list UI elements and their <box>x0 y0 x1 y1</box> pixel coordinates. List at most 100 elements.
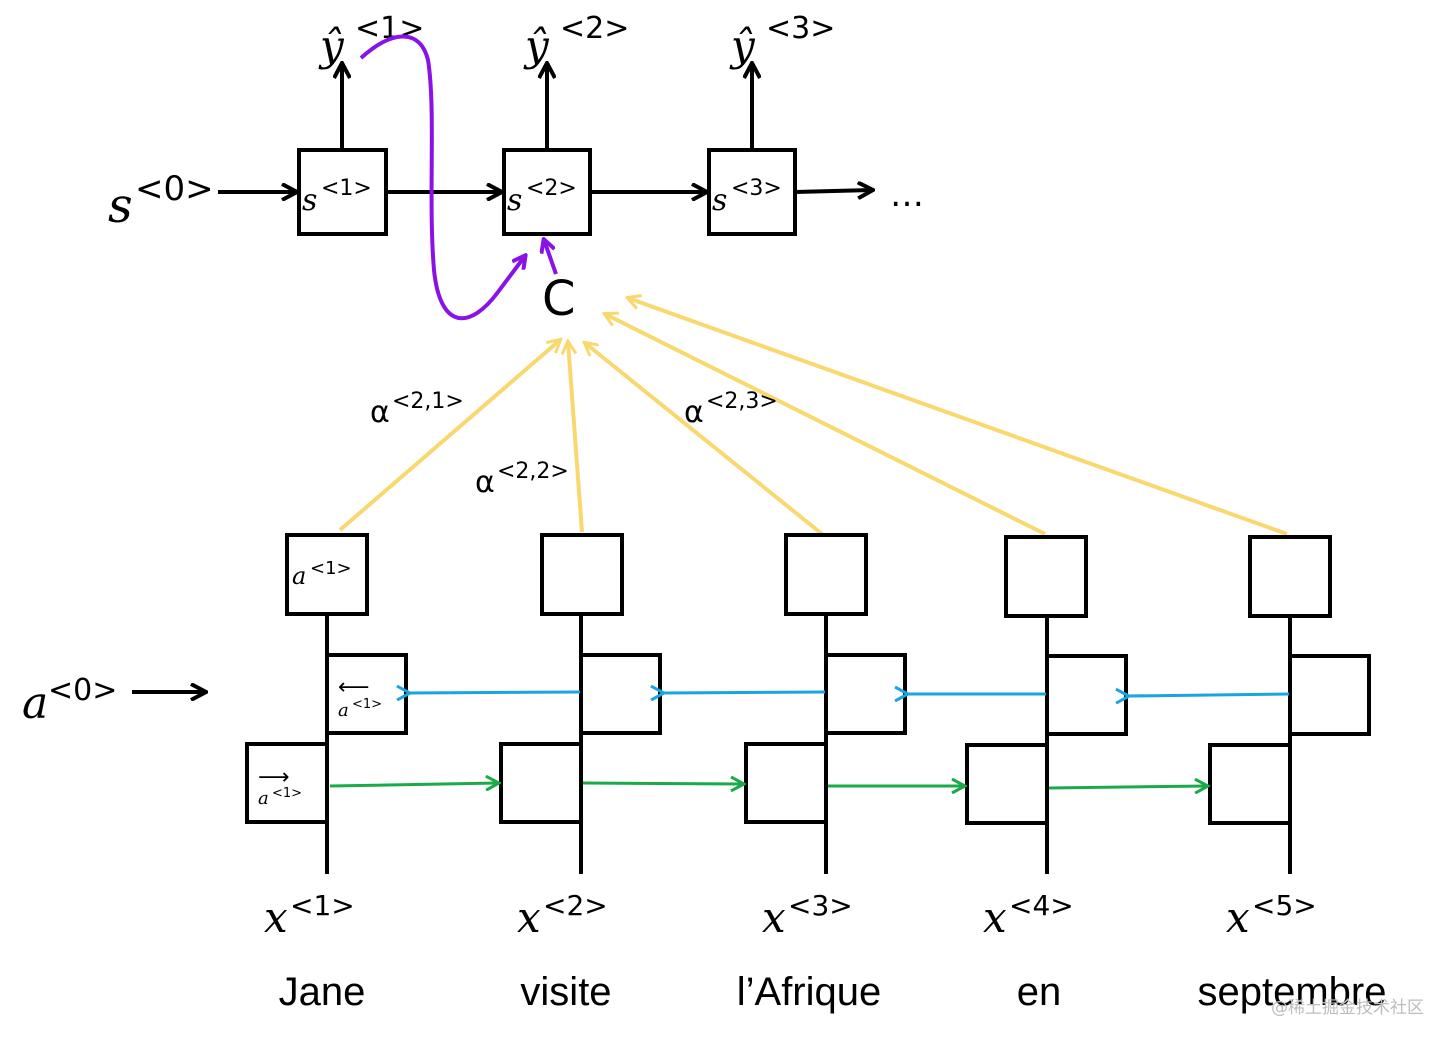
decoder-state-box-2 <box>502 148 592 236</box>
state-label-1: s <1> <box>302 176 372 218</box>
backward-activation-label: ⟵ a <1> <box>338 675 382 721</box>
attention-arrow-5 <box>628 298 1288 536</box>
attention-weight-labels: α <2,1> α <2,2> α <2,3> <box>370 389 778 500</box>
forward-box-5 <box>1208 743 1292 825</box>
alpha-2-2-label: α <2,2> <box>475 459 569 500</box>
state-label-3: s <3> <box>712 176 782 218</box>
watermark: @稀土掘金技术社区 <box>1271 998 1424 1018</box>
a-symbol: a <box>292 562 306 590</box>
initial-activation-index: <0> <box>48 673 117 708</box>
x-index: <4> <box>1009 889 1074 922</box>
initial-state-symbol: s <box>108 178 133 234</box>
word-visite: visite <box>520 970 611 1014</box>
initial-activation-label: a <0> <box>22 673 117 729</box>
forward-arrow-4 <box>1048 786 1207 788</box>
attention-arrow-1 <box>338 340 560 532</box>
a-index: <1> <box>352 697 382 712</box>
a-symbol: a <box>338 700 349 721</box>
backward-box-5 <box>1288 654 1371 736</box>
a-symbol: a <box>258 788 269 809</box>
state-index: <1> <box>321 176 372 201</box>
forward-arrow-1 <box>329 783 498 786</box>
encoder-top-box-3 <box>784 533 868 616</box>
encoder: a <0> a <1> ⟵ a <1> ⟶ a <1> x <1> x <2> <box>22 533 1387 1014</box>
x-symbol: x <box>983 893 1007 942</box>
word-septembre: septembre <box>1198 970 1387 1014</box>
initial-state-label: s <0> <box>108 169 214 234</box>
state-symbol: s <box>712 183 727 218</box>
backward-box-2 <box>579 653 662 735</box>
attention-arrow-3 <box>585 343 824 536</box>
word-en: en <box>1017 970 1062 1014</box>
x-index: <2> <box>543 889 608 922</box>
y-hat-index: <3> <box>766 11 835 46</box>
forward-activation-label: ⟶ a <1> <box>258 765 302 809</box>
encoder-top-box-5 <box>1248 535 1332 618</box>
alpha-index: <2,2> <box>497 459 569 484</box>
context-label: C <box>542 271 576 327</box>
alpha-index: <2,3> <box>706 389 778 414</box>
right-arrow-icon: ⟶ <box>258 765 290 790</box>
initial-state-index: <0> <box>135 169 214 209</box>
input-label-3: x <3> <box>762 889 853 942</box>
alpha-2-1-label: α <2,1> <box>370 389 464 430</box>
alpha-index: <2,1> <box>392 389 464 414</box>
x-index: <3> <box>788 889 853 922</box>
input-label-5: x <5> <box>1226 889 1317 942</box>
backward-arrow-2 <box>664 692 826 693</box>
output-label-3: ŷ <3> <box>729 11 835 70</box>
a-index: <1> <box>272 786 302 801</box>
backward-arrow-4 <box>1129 694 1290 696</box>
input-label-2: x <2> <box>517 889 608 942</box>
state-symbol: s <box>507 183 522 218</box>
y-hat-symbol: ŷ <box>523 21 550 70</box>
attention-arrow-4 <box>605 314 1046 536</box>
backward-box-3 <box>824 653 907 735</box>
y-hat-index: <2> <box>560 11 629 46</box>
x-index: <1> <box>290 889 355 922</box>
x-symbol: x <box>264 893 288 942</box>
word-jane: Jane <box>279 970 366 1014</box>
word-lafrique: l’Afrique <box>737 970 882 1014</box>
y-hat-symbol: ŷ <box>318 21 345 70</box>
backward-box-4 <box>1045 654 1128 736</box>
attention-arrows <box>338 298 1288 536</box>
attention-arrow-2 <box>568 342 584 533</box>
x-index: <5> <box>1252 889 1317 922</box>
x-symbol: x <box>762 893 786 942</box>
forward-arrow-2 <box>582 783 743 784</box>
output-label-2: ŷ <2> <box>523 11 629 70</box>
left-arrow-icon: ⟵ <box>338 675 370 700</box>
forward-box-2 <box>499 742 583 824</box>
state-index: <3> <box>731 176 782 201</box>
feedback-curve-arrow <box>359 34 525 321</box>
forward-box-1 <box>245 742 329 824</box>
forward-box-3 <box>744 742 828 824</box>
y-hat-symbol: ŷ <box>729 21 756 70</box>
s3-to-next-arrow <box>794 190 872 192</box>
encoder-top-box-2 <box>540 533 624 616</box>
a-index: <1> <box>310 558 352 579</box>
top-box-label: a <1> <box>292 558 352 590</box>
forward-box-4 <box>965 743 1049 825</box>
encoder-top-box-1 <box>285 533 369 616</box>
state-symbol: s <box>302 183 317 218</box>
alpha-symbol: α <box>370 395 390 430</box>
input-label-4: x <4> <box>983 889 1074 942</box>
initial-activation-symbol: a <box>22 678 48 729</box>
input-label-1: x <1> <box>264 889 355 942</box>
context-to-s2-arrow <box>544 240 558 275</box>
x-symbol: x <box>1226 893 1250 942</box>
state-index: <2> <box>526 176 577 201</box>
x-symbol: x <box>517 893 541 942</box>
decoder: ŷ <1> ŷ <2> ŷ <3> s <1> s <2> s <3> s <0… <box>108 11 924 327</box>
decoder-state-box-1 <box>297 148 388 236</box>
backward-arrow-1 <box>410 692 581 693</box>
state-label-2: s <2> <box>507 176 577 218</box>
alpha-symbol: α <box>475 465 495 500</box>
encoder-top-box-4 <box>1004 535 1088 618</box>
alpha-2-3-label: α <2,3> <box>684 389 778 430</box>
output-label-1: ŷ <1> <box>318 11 424 70</box>
alpha-symbol: α <box>684 395 704 430</box>
